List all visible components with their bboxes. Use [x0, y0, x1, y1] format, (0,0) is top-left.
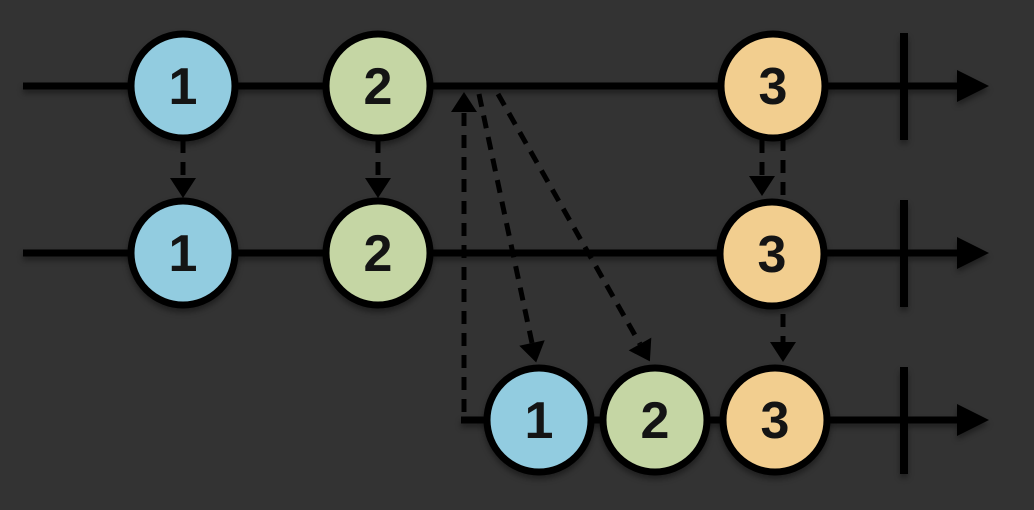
event-late-1 — [483, 364, 595, 476]
event-sub-1 — [127, 197, 239, 309]
event-sub-2 — [322, 197, 434, 309]
event-source-2-label: 2 — [364, 58, 393, 116]
replay-arrow-event2-icon — [495, 92, 652, 362]
event-late-3 — [719, 364, 831, 476]
timeline-late-subscriber-arrowhead-icon — [957, 404, 989, 436]
relation-arrows — [170, 92, 796, 412]
event-late-2 — [599, 364, 711, 476]
event-source-1-label: 1 — [169, 58, 198, 116]
events-first-subscriber: 1 2 3 — [127, 197, 828, 310]
event-source-3-label: 3 — [759, 58, 788, 116]
events-source: 1 2 3 — [127, 30, 829, 142]
event-late-2-label: 2 — [641, 392, 670, 450]
event-late-1-label: 1 — [525, 392, 554, 450]
event-late-3-label: 3 — [761, 392, 790, 450]
event-source-2 — [322, 30, 434, 142]
timeline-first-subscriber-arrowhead-icon — [957, 237, 989, 269]
event-sub-1-label: 1 — [169, 225, 198, 283]
event-source-1 — [127, 30, 239, 142]
event-source-3 — [717, 30, 829, 142]
event-sub-3 — [716, 198, 828, 310]
event-sub-2-label: 2 — [364, 225, 393, 283]
event-sub-3-label: 3 — [758, 226, 787, 284]
timeline-source-arrowhead-icon — [957, 70, 989, 102]
events-late-subscriber: 1 2 3 — [483, 364, 831, 476]
